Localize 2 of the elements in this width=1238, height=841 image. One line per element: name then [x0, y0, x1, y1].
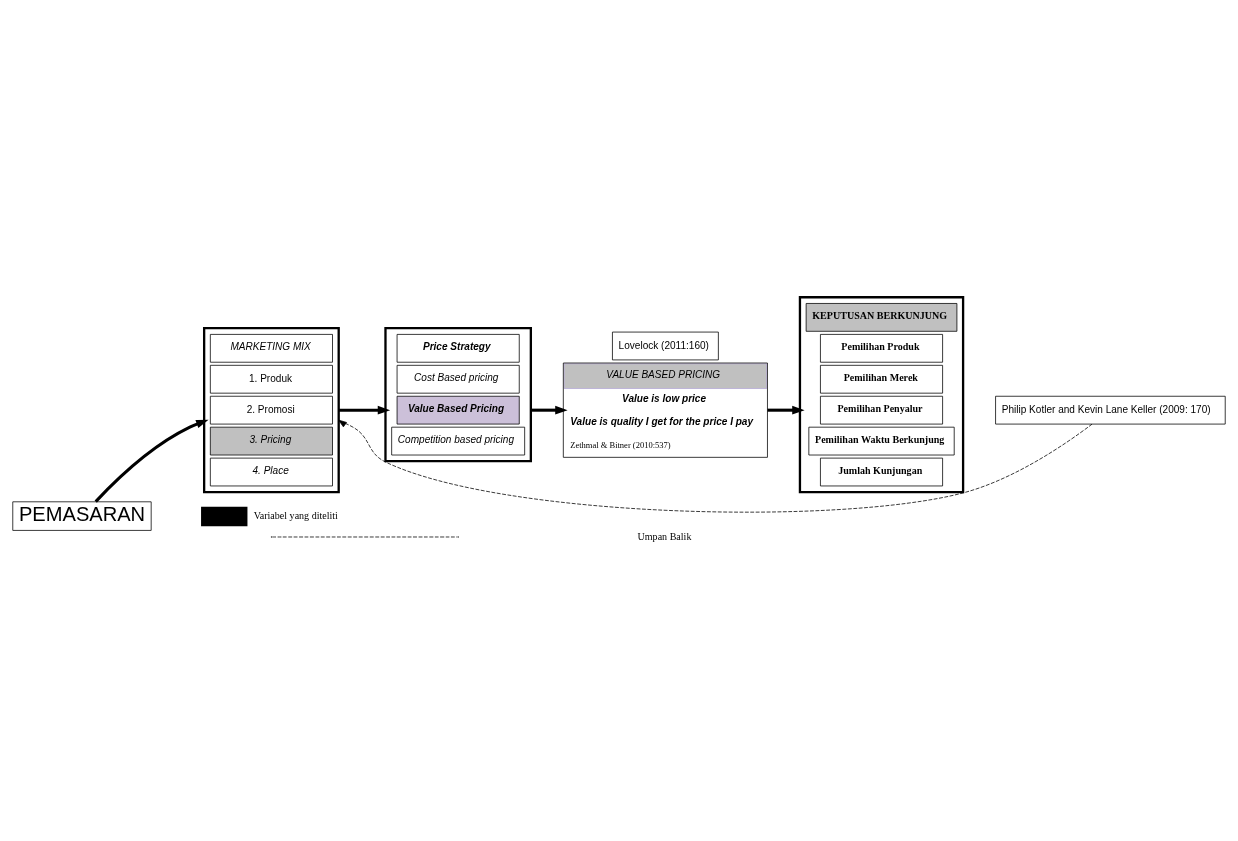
- legend-label: Variabel yang diteliti: [253, 509, 338, 521]
- legend-label: Umpan Balik: [637, 530, 692, 542]
